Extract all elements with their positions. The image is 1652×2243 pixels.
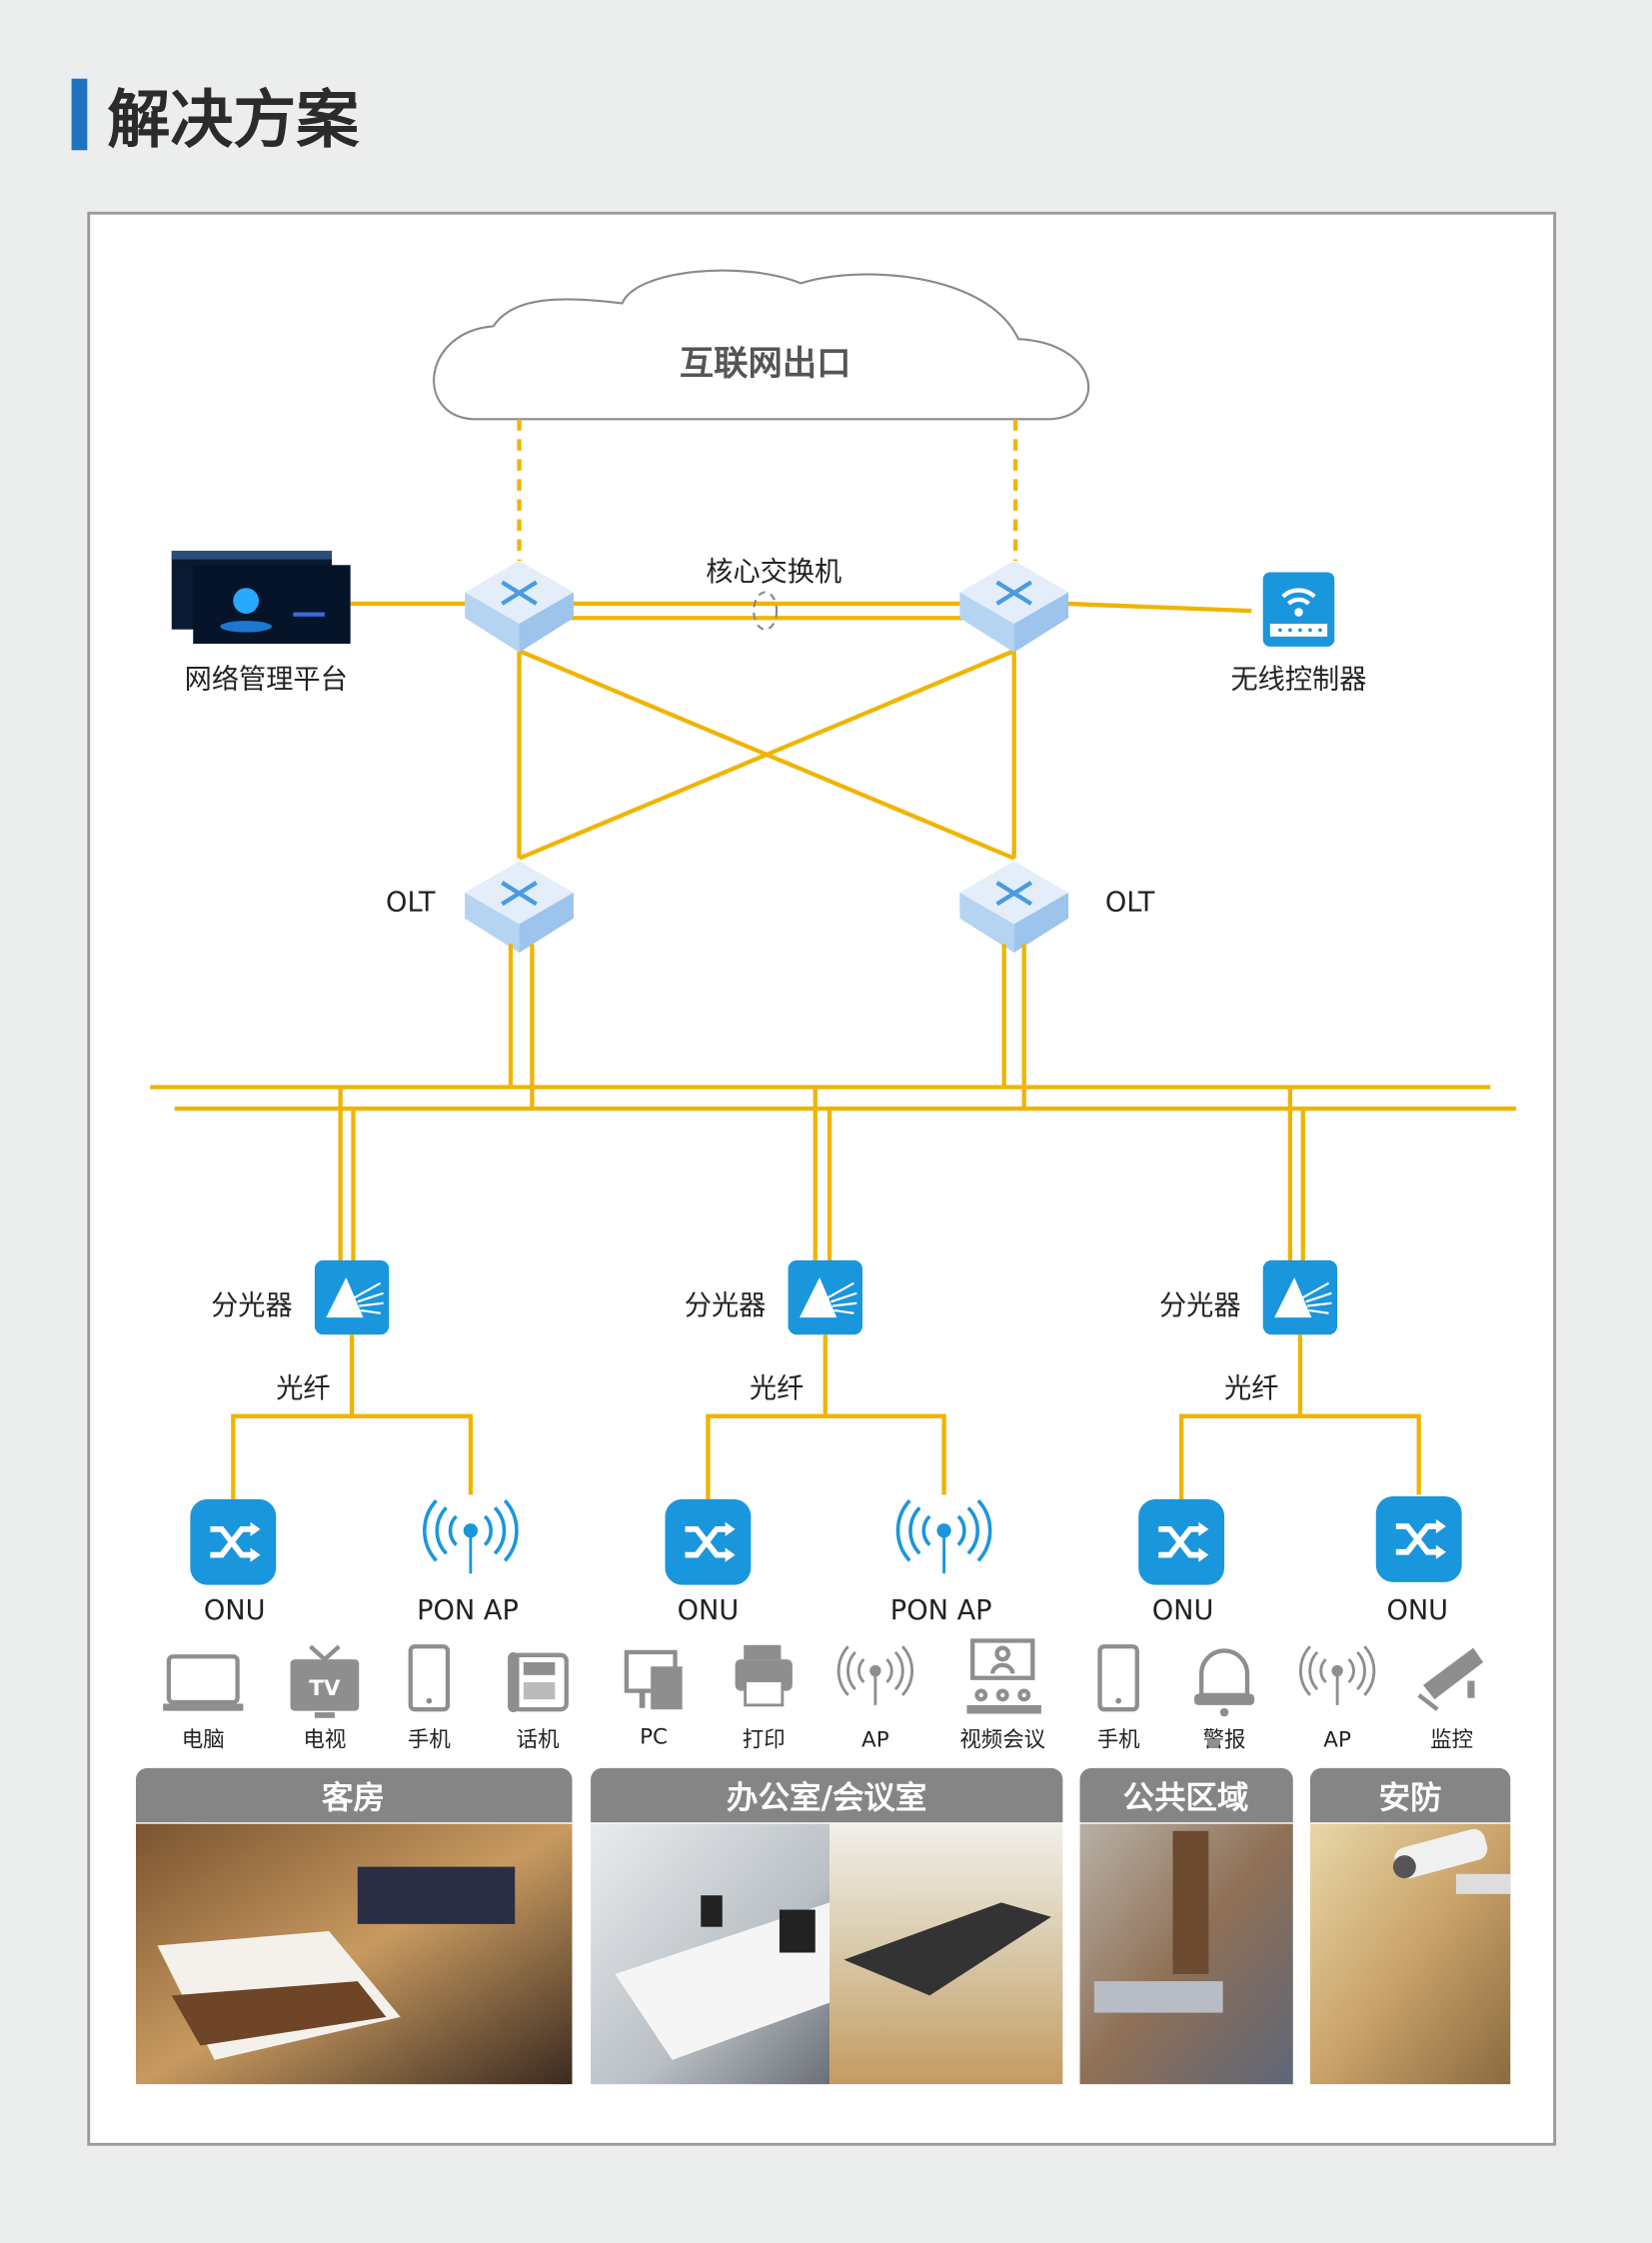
cloud-label: 互联网出口 bbox=[680, 344, 851, 384]
meeting-room-photo bbox=[829, 1823, 1063, 2085]
device-label: 手机 bbox=[1097, 1727, 1140, 1752]
link-aggregation-icon bbox=[753, 591, 779, 631]
device-label: AP bbox=[1323, 1727, 1351, 1752]
endpoint-label: PON AP bbox=[890, 1595, 992, 1626]
splitter-group-1: 分光器 光纤 bbox=[211, 1258, 474, 1499]
category-bars: 客房 办公室/会议室 公共区域 安防 bbox=[135, 1767, 1511, 1823]
splitter-icon[interactable] bbox=[1261, 1258, 1339, 1336]
desk-phone-icon bbox=[508, 1651, 569, 1713]
laptop-icon bbox=[163, 1654, 244, 1711]
category-office: 办公室/会议室 bbox=[727, 1779, 926, 1816]
splitter-label: 分光器 bbox=[1159, 1290, 1241, 1321]
endpoint-label: ONU bbox=[1386, 1595, 1448, 1626]
endpoint-label: ONU bbox=[204, 1595, 266, 1626]
olt-label: OLT bbox=[386, 888, 436, 919]
svg-text:TV: TV bbox=[309, 1676, 341, 1701]
title-accent-bar bbox=[71, 78, 88, 151]
alarm-bell-icon bbox=[1194, 1648, 1255, 1717]
internet-cloud: 互联网出口 bbox=[433, 269, 1090, 421]
surveillance-camera-icon bbox=[1417, 1647, 1484, 1711]
onu-icon[interactable] bbox=[665, 1499, 751, 1585]
category-guest-room: 客房 bbox=[322, 1779, 385, 1816]
device-label: 视频会议 bbox=[959, 1727, 1045, 1752]
device-label: 电视 bbox=[303, 1727, 346, 1752]
nms-screens-icon[interactable] bbox=[171, 550, 351, 645]
wireless-controller-label: 无线控制器 bbox=[1231, 664, 1367, 695]
office-photo bbox=[591, 1823, 830, 2085]
splitter-icon[interactable] bbox=[313, 1258, 391, 1336]
tv-icon: TV bbox=[290, 1644, 360, 1718]
device-label: 警报 bbox=[1203, 1727, 1246, 1752]
pon-bus-lines bbox=[150, 944, 1517, 1262]
endpoint-label: PON AP bbox=[417, 1595, 519, 1626]
pc-icon bbox=[624, 1649, 683, 1710]
splitter-label: 分光器 bbox=[211, 1290, 293, 1321]
splitter-icon[interactable] bbox=[787, 1258, 864, 1336]
printer-icon bbox=[735, 1644, 793, 1707]
device-label: AP bbox=[861, 1727, 889, 1752]
olt-label: OLT bbox=[1105, 888, 1155, 919]
onu-icon[interactable] bbox=[1376, 1496, 1462, 1582]
endpoint-label: ONU bbox=[1152, 1595, 1214, 1626]
device-label: PC bbox=[640, 1725, 668, 1750]
splitter-label: 分光器 bbox=[685, 1290, 767, 1321]
core-switch-label: 核心交换机 bbox=[706, 557, 841, 588]
onu-icon[interactable] bbox=[190, 1499, 276, 1585]
fiber-label: 光纤 bbox=[276, 1373, 330, 1404]
nms-label: 网络管理平台 bbox=[185, 664, 348, 695]
category-security: 安防 bbox=[1379, 1780, 1442, 1816]
fiber-label: 光纤 bbox=[1224, 1373, 1278, 1404]
onu-icon[interactable] bbox=[1138, 1499, 1224, 1585]
wireless-controller-icon[interactable] bbox=[1262, 572, 1335, 647]
page-title: 解决方案 bbox=[107, 84, 360, 157]
device-label: 打印 bbox=[743, 1727, 786, 1752]
guest-room-photo bbox=[135, 1823, 573, 2085]
endpoint-label: ONU bbox=[678, 1595, 740, 1626]
device-label: 手机 bbox=[408, 1727, 451, 1752]
security-photo bbox=[1309, 1823, 1511, 2085]
splitter-group-2: 分光器 光纤 bbox=[685, 1258, 946, 1499]
public-area-photo bbox=[1079, 1823, 1293, 2085]
device-label: 话机 bbox=[517, 1727, 560, 1752]
category-public-area: 公共区域 bbox=[1122, 1780, 1248, 1816]
splitter-group-3: 分光器 光纤 bbox=[1159, 1258, 1421, 1499]
device-label: 电脑 bbox=[182, 1727, 225, 1752]
device-label: 监控 bbox=[1430, 1727, 1473, 1752]
fiber-label: 光纤 bbox=[750, 1373, 804, 1404]
video-conference-icon bbox=[966, 1638, 1041, 1714]
core-links bbox=[350, 601, 1252, 861]
